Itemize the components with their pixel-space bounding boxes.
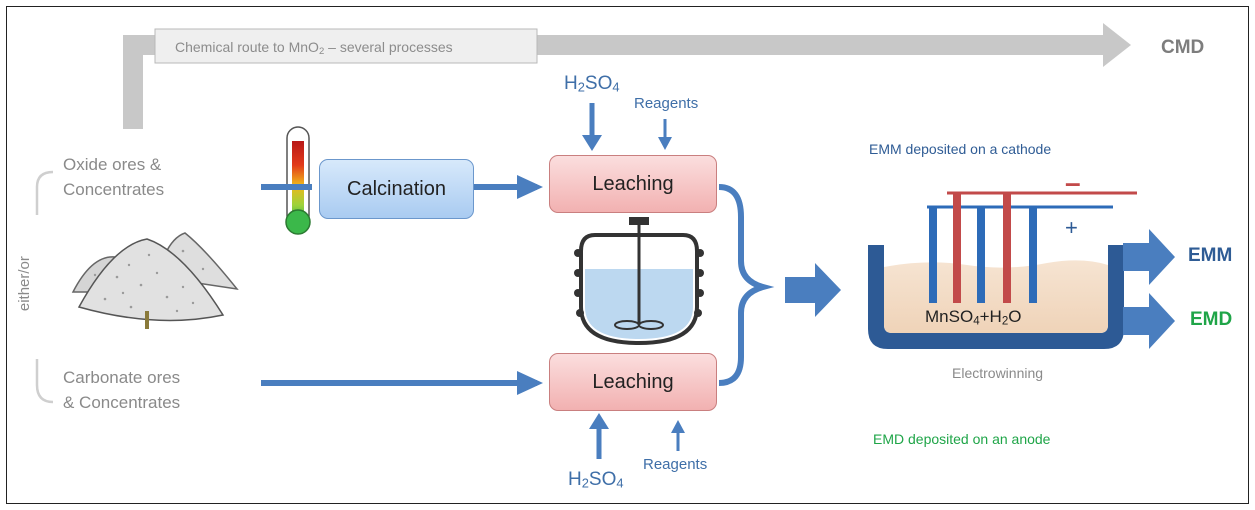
thermometer-icon [285, 126, 311, 235]
merge-brace [718, 184, 775, 386]
diagram-frame: Chemical route to MnO2 – several process… [6, 6, 1249, 504]
minus-sign: – [1065, 167, 1081, 198]
h2so4-label-bottom: H2SO4 [568, 469, 624, 491]
emd-output-label: EMD [1190, 309, 1233, 330]
emm-output-label: EMM [1188, 245, 1233, 266]
reagents-label-top: Reagents [634, 95, 699, 112]
emm-cathode-note: EMM deposited on a cathode [869, 141, 1052, 157]
plus-sign: + [1065, 215, 1078, 240]
leaching-box-bottom: Leaching [549, 353, 717, 411]
oxide-ores-label-line2: Concentrates [63, 180, 165, 199]
flow-arrowheads [517, 175, 543, 395]
electrowinning-caption: Electrowinning [952, 365, 1044, 381]
reagents-label-bottom: Reagents [643, 456, 708, 473]
electrowinning-cell-icon [868, 191, 1137, 349]
chemical-route-label: Chemical route to MnO2 – several process… [175, 39, 453, 57]
either-or-bracket [35, 170, 54, 404]
ore-piles-image [71, 232, 239, 329]
h2so4-label-top: H2SO4 [564, 73, 620, 95]
carbonate-ores-label-line2: & Concentrates [63, 393, 181, 412]
leaching-box-top: Leaching [549, 155, 717, 213]
emd-output-arrow [1123, 293, 1175, 349]
to-electrowinning-arrow [785, 263, 841, 317]
calcination-box: Calcination [319, 159, 474, 219]
either-or-label: either/or [15, 256, 33, 312]
chemical-route-arrow [123, 23, 1131, 129]
electrolyte-label: MnSO4+H2O [925, 307, 1022, 328]
emd-anode-note: EMD deposited on an anode [873, 431, 1051, 447]
reagent-arrows [582, 103, 685, 459]
cmd-product-label: CMD [1161, 37, 1205, 58]
carbonate-ores-label-line1: Carbonate ores [63, 368, 181, 387]
reactor-vessel-icon [574, 217, 704, 346]
oxide-ores-label-line1: Oxide ores & [63, 155, 162, 174]
emm-output-arrow [1123, 229, 1175, 285]
diagram-canvas [35, 23, 1175, 459]
